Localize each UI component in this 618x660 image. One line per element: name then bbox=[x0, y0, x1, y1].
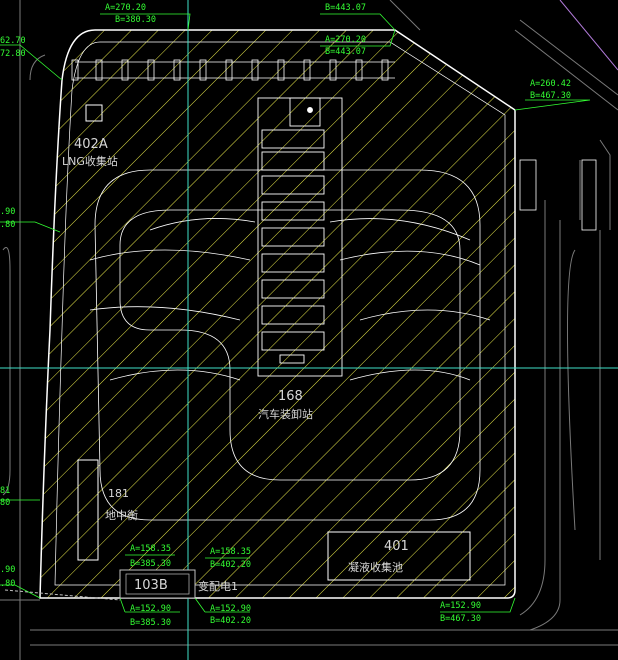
coord-leaders bbox=[0, 13, 591, 613]
coord-a-5: A=158.35 bbox=[130, 544, 171, 554]
coord-b-9: B=467.30 bbox=[440, 614, 481, 624]
coord-a-3: A=270.20 bbox=[325, 35, 366, 45]
coord-b-3: B=443.07 bbox=[325, 47, 366, 57]
bldg-168-number: 168 bbox=[278, 389, 303, 404]
bldg-103b-name: 变配电1 bbox=[198, 579, 238, 593]
bldg-168-name: 汽车装卸站 bbox=[258, 407, 313, 421]
coord-b-6: B=402.20 bbox=[210, 560, 251, 570]
coord-a-4: A=260.42 bbox=[530, 79, 571, 89]
edge-frag-7: .90 bbox=[0, 565, 15, 575]
coord-a-7: A=152.90 bbox=[130, 604, 171, 614]
driveway-curves bbox=[89, 169, 491, 521]
building-labels: 402A LNG收集站 168 汽车装卸站 181 地中衡 103B 变配电1 … bbox=[62, 137, 409, 593]
coord-a-6: A=158.35 bbox=[210, 547, 251, 557]
edge-frag-1: 62.70 bbox=[0, 36, 26, 46]
edge-frag-5: 81 bbox=[0, 486, 10, 496]
edge-frag-6: 80 bbox=[0, 498, 10, 508]
bldg-401-name: 凝液收集池 bbox=[348, 560, 403, 574]
edge-frag-4: .80 bbox=[0, 220, 15, 230]
bldg-402a-number: 402A bbox=[74, 137, 108, 152]
coord-b-1: B=380.30 bbox=[115, 15, 156, 25]
coord-a-1: A=270.20 bbox=[105, 3, 146, 13]
bldg-181-number: 181 bbox=[108, 487, 129, 500]
bldg-402a-marker bbox=[85, 104, 103, 122]
bldg-181 bbox=[77, 459, 99, 561]
fence-posts bbox=[71, 59, 597, 231]
dashed-road bbox=[4, 589, 121, 601]
coordinate-labels: A=270.20 B=380.30 B=443.07 A=270.20 B=44… bbox=[0, 3, 571, 628]
edge-frag-2: 72.80 bbox=[0, 49, 26, 59]
coord-b-2: B=443.07 bbox=[325, 3, 366, 13]
bldg-103b-number: 103B bbox=[134, 578, 168, 593]
loading-station bbox=[257, 97, 343, 377]
inner-boundary bbox=[54, 41, 506, 586]
bldg-402a-name: LNG收集站 bbox=[62, 154, 118, 168]
coord-b-4: B=467.30 bbox=[530, 91, 571, 101]
bldg-103b bbox=[119, 569, 196, 599]
coord-a-9: A=152.90 bbox=[440, 601, 481, 611]
edge-frag-8: .80 bbox=[0, 579, 15, 589]
edge-frag-3: .90 bbox=[0, 207, 15, 217]
bldg-401 bbox=[327, 531, 471, 581]
coord-b-7: B=385.30 bbox=[130, 618, 171, 628]
coord-b-8: B=402.20 bbox=[210, 616, 251, 626]
coord-b-5: B=385.30 bbox=[130, 559, 171, 569]
bldg-401-number: 401 bbox=[384, 539, 409, 554]
bldg-181-name: 地中衡 bbox=[105, 509, 138, 522]
coord-a-8: A=152.90 bbox=[210, 604, 251, 614]
